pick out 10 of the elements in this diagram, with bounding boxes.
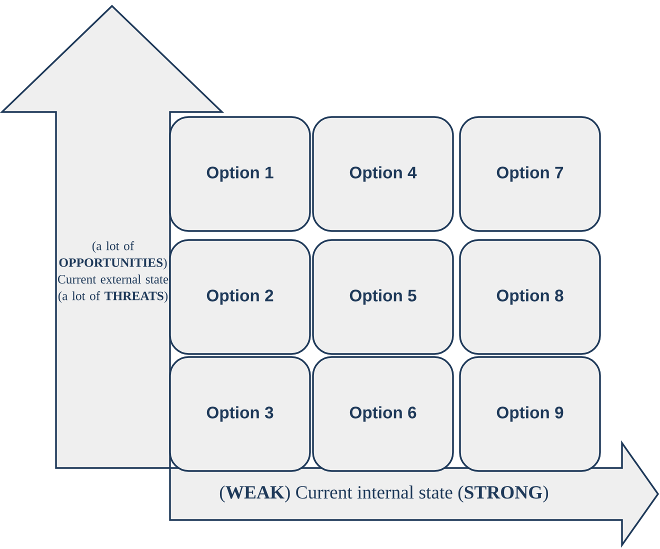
node-label: (WEAK) Current internal state (STRONG) bbox=[220, 486, 548, 502]
option-box: Option 1 bbox=[169, 116, 311, 232]
option-box: Option 4 bbox=[312, 116, 454, 232]
option-box: Option 3 bbox=[169, 356, 311, 472]
option-box: Option 8 bbox=[459, 239, 601, 355]
option-box: Option 6 bbox=[312, 356, 454, 472]
option-box: Option 9 bbox=[459, 356, 601, 472]
option-box: Option 7 bbox=[459, 116, 601, 232]
option-box: Option 2 bbox=[169, 239, 311, 355]
option-box: Option 5 bbox=[312, 239, 454, 355]
